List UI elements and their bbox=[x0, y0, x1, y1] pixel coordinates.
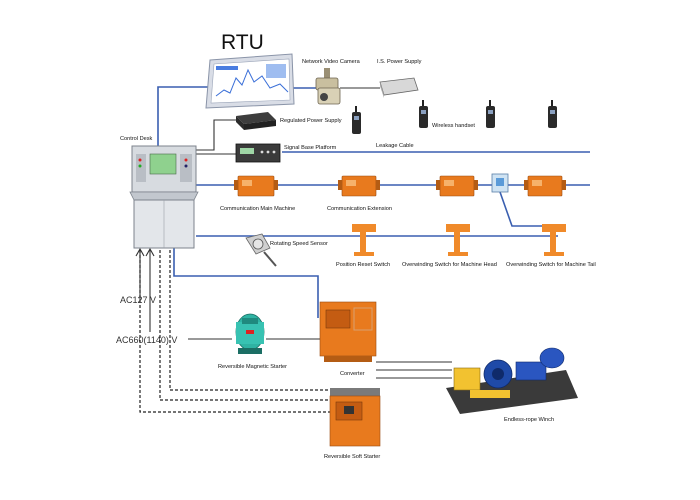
rtu-monitor-icon bbox=[205, 53, 295, 109]
position-reset-switch-icon bbox=[352, 224, 376, 256]
network-video-camera-label: Network Video Camera bbox=[302, 59, 361, 65]
communication-main-machine-icon bbox=[234, 175, 278, 197]
line-junction-branch bbox=[499, 191, 548, 227]
signal-base-platform-label: Signal Base Platform bbox=[284, 145, 337, 151]
line-converter-control bbox=[173, 248, 319, 318]
rotating-speed-sensor-label: Rotating Speed Sensor bbox=[270, 241, 328, 247]
wireless-handset-icon-2 bbox=[419, 100, 428, 128]
rotating-speed-sensor-icon bbox=[245, 233, 277, 267]
reversible-magnetic-starter-icon bbox=[235, 313, 265, 354]
line-regulated-power bbox=[196, 119, 236, 151]
wireless-handset-icon-1 bbox=[352, 106, 361, 134]
reversible-soft-starter-icon bbox=[329, 388, 381, 447]
regulated-power-supply-label: Regulated Power Supply bbox=[280, 118, 342, 124]
arrow-ac127 bbox=[135, 247, 145, 257]
wireless-handset-icon-3 bbox=[486, 100, 495, 128]
dashed-line-soft-starter-outer bbox=[139, 250, 330, 413]
communication-extension-label: Communication Extension bbox=[327, 206, 392, 212]
control-desk-icon bbox=[129, 145, 199, 249]
converter-icon bbox=[319, 301, 377, 362]
is-power-supply-label: I.S. Power Supply bbox=[377, 59, 422, 65]
endless-rope-winch-icon bbox=[446, 347, 578, 414]
arrow-ac660 bbox=[145, 247, 155, 257]
overwinding-switch-tail-icon bbox=[542, 224, 566, 256]
communication-main-machine-label: Communication Main Machine bbox=[220, 206, 295, 212]
endless-rope-winch-label: Endless-rope Winch bbox=[504, 417, 554, 423]
communication-extension-icon-2 bbox=[436, 175, 478, 197]
position-reset-switch-label: Position Reset Switch bbox=[336, 262, 390, 268]
overwinding-switch-head-icon bbox=[446, 224, 470, 256]
ac127-label: AC127 V bbox=[120, 295, 156, 305]
leakage-cable-label: Leakage Cable bbox=[376, 143, 414, 149]
communication-extension-icon bbox=[338, 175, 380, 197]
overwinding-switch-head-label: Overwinding Switch for Machine Head bbox=[402, 262, 497, 268]
signal-base-platform-icon bbox=[235, 143, 281, 163]
wireless-handset-label: Wireless handset bbox=[432, 123, 475, 129]
network-video-camera-icon bbox=[315, 68, 341, 105]
ac660-label: AC660(1140) V bbox=[116, 335, 177, 345]
line-rtu-control-desk bbox=[157, 86, 208, 148]
dashed-line-soft-starter-inner bbox=[159, 250, 330, 401]
regulated-power-supply-icon bbox=[236, 112, 276, 130]
control-desk-label: Control Desk bbox=[120, 136, 153, 142]
reversible-soft-starter-label: Reversible Soft Starter bbox=[324, 454, 380, 460]
dashed-line-converter bbox=[169, 250, 336, 391]
is-power-supply-icon bbox=[379, 77, 419, 98]
communication-extension-icon-3 bbox=[524, 175, 566, 197]
wireless-handset-icon-4 bbox=[548, 100, 557, 128]
converter-label: Converter bbox=[340, 371, 365, 377]
overwinding-switch-tail-label: Overwinding Switch for Machine Tail bbox=[506, 262, 596, 268]
reversible-magnetic-starter-label: Reversible Magnetic Starter bbox=[218, 364, 287, 370]
rtu-title: RTU bbox=[221, 31, 264, 54]
junction-box-icon bbox=[491, 173, 509, 193]
